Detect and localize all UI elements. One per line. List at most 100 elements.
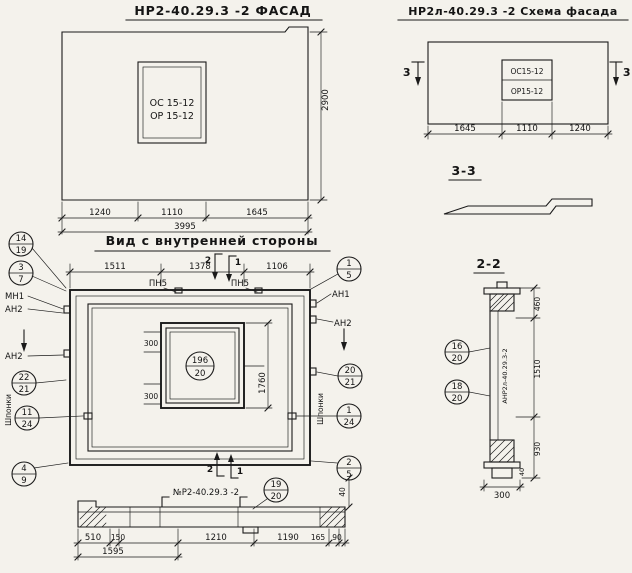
- section-2-2-profile: АНР2л-40.29.3-2: [483, 281, 521, 479]
- inner-dim-1511: 1511: [104, 262, 126, 272]
- facade-window-label-2: ОР 15-12: [150, 111, 194, 122]
- balloon-16-20-bottom: 20: [452, 354, 463, 364]
- inner-dim-1760: 1760: [258, 372, 268, 394]
- facade-panel-outline: [61, 26, 309, 201]
- inner-section-mark-2-bottom: 2: [207, 452, 225, 477]
- balloon-4-9-top: 4: [21, 464, 26, 474]
- facade-view: НР2-40.29.3 -2 ФАСАД ОС 15-12 ОР 15-12 2…: [57, 3, 331, 236]
- bottom-profile: [77, 496, 346, 534]
- inner-dim-1106: 1106: [266, 262, 288, 272]
- inner-label-an2-left-mid: АН2: [5, 352, 23, 362]
- inner-section-arrow-right: [341, 328, 347, 351]
- inner-label-mn1: МН1: [5, 292, 24, 302]
- balloon-196-20: 196 20: [185, 351, 215, 381]
- balloon-2-5-bottom: 5: [346, 470, 351, 480]
- bottom-dim-row1: 510 150 1210 1190 165 90: [73, 528, 350, 561]
- inner-panel: [63, 289, 317, 466]
- bottom-dim-row2: 1595: [73, 547, 183, 561]
- balloon-20-21-top: 20: [345, 366, 356, 376]
- balloon-20-21-bottom: 21: [345, 378, 356, 388]
- balloon-3-7-bottom: 7: [18, 275, 23, 285]
- balloon-11-24-top: 11: [22, 408, 33, 418]
- balloon-14-19: 14 19: [8, 231, 67, 289]
- scheme-dim-chain: 1645 1110 1240: [423, 101, 613, 140]
- balloon-19-20-top: 19: [271, 480, 282, 490]
- scheme-dim-1: 1645: [454, 124, 476, 134]
- facade-dim-height-chain: 2900: [309, 28, 331, 204]
- balloon-20-21: 20 21: [316, 363, 363, 389]
- scheme-view: НР2л-40.29.3 -2 Схема фасада ОС15-12 ОР1…: [397, 5, 631, 140]
- balloon-1-5-top: 1: [346, 259, 351, 269]
- balloon-196-20-bottom: 20: [195, 369, 206, 379]
- facade-dim-total: 3995: [174, 222, 196, 232]
- facade-dim-bottom-chain: 1240 1110 1645 3995: [57, 201, 313, 236]
- bottom-dim-1210: 1210: [205, 533, 227, 543]
- bottom-part-label: №Р2-40.29.3 -2: [173, 488, 239, 498]
- scheme-dim-3: 1240: [569, 124, 591, 134]
- bottom-dim-1595: 1595: [102, 547, 124, 557]
- facade-window: [137, 61, 207, 144]
- balloon-3-7-top: 3: [18, 263, 23, 273]
- facade-dim-height: 2900: [321, 89, 331, 111]
- balloon-1-24-top: 1: [346, 406, 351, 416]
- inner-mark-2-bottom: 2: [207, 465, 213, 475]
- section-2-2-dim-930: 930: [533, 442, 542, 457]
- inner-dim-300-a: 300: [144, 339, 159, 348]
- balloon-22-21-bottom: 21: [19, 385, 30, 395]
- balloon-196-20-top: 196: [192, 356, 208, 366]
- scheme-panel-outline: [427, 41, 609, 125]
- section-2-2-dim-1510: 1510: [533, 359, 542, 378]
- inner-section-mark-2-top: 2: [205, 253, 223, 280]
- section-3-3-title: 3-3: [452, 163, 477, 178]
- inner-dim-300-lower: 300: [143, 383, 162, 405]
- balloon-22-21: 22 21: [11, 370, 67, 396]
- scheme-mark-3-right: 3: [623, 66, 631, 79]
- inner-section-mark-1-top: 1: [226, 255, 241, 282]
- inner-mark-1-bottom: 1: [237, 467, 243, 477]
- scheme-dim-2: 1110: [516, 124, 538, 134]
- inner-dim-1378: 1378: [189, 262, 211, 272]
- balloon-3-7: 3 7: [8, 260, 67, 292]
- balloon-1-5: 1 5: [310, 256, 362, 290]
- inner-section-mark-1-bottom: 1: [228, 454, 243, 479]
- section-2-2-dim-300: 300: [479, 479, 525, 501]
- inner-label-an2-left-top: АН2: [5, 305, 23, 315]
- inner-label-an1: АН1: [332, 290, 350, 300]
- section-2-2-dim-300-label: 300: [494, 491, 510, 501]
- balloon-19-20: 19 20: [252, 477, 289, 510]
- balloon-11-24-bottom: 24: [22, 420, 33, 430]
- bottom-dim-40-chain: 40: [338, 474, 353, 511]
- balloon-11-24: 11 24: [14, 405, 84, 431]
- scheme-window-label-1: ОС15-12: [511, 67, 544, 76]
- bottom-dim-510: 510: [85, 533, 101, 543]
- facade-dim-1: 1240: [89, 208, 111, 218]
- balloon-1-24: 1 24: [296, 403, 362, 429]
- balloon-18-20-bottom: 20: [452, 394, 463, 404]
- bottom-dim-150: 150: [111, 533, 126, 542]
- inner-label-pn5-left: ПН5: [149, 279, 167, 289]
- scheme-window-label-2: ОР15-12: [511, 87, 543, 96]
- section-2-2-dim-chain: 460 1510 930 40: [515, 284, 542, 482]
- balloon-22-21-top: 22: [19, 373, 30, 383]
- bottom-dim-1190: 1190: [277, 533, 299, 543]
- inner-dim-300-upper: 300: [143, 331, 162, 353]
- balloon-18-20: 18 20: [444, 379, 491, 405]
- scheme-title: НР2л-40.29.3 -2 Схема фасада: [408, 5, 618, 18]
- facade-title: НР2-40.29.3 -2 ФАСАД: [134, 3, 311, 18]
- scheme-section-mark-right: 3: [609, 61, 631, 86]
- balloon-19-20-bottom: 20: [271, 492, 282, 502]
- inner-view: Вид с внутренней стороны 1511 1378 1106 …: [4, 231, 363, 487]
- inner-mark-2-top: 2: [205, 256, 211, 266]
- section-2-2-dim-460: 460: [533, 297, 542, 312]
- section-2-2-part-label: АНР2л-40.29.3-2: [501, 348, 509, 403]
- balloon-4-9-bottom: 9: [21, 476, 26, 486]
- inner-label-pn5-right: ПН5: [231, 279, 249, 289]
- balloon-1-5-bottom: 5: [346, 271, 351, 281]
- inner-label-shponki-right: Шпонки: [316, 393, 325, 425]
- inner-label-shponki-left: Шпонки: [4, 394, 13, 426]
- inner-dim-1760-chain: 1760: [245, 319, 273, 412]
- section-3-3: 3-3: [443, 163, 593, 215]
- section-2-2-title: 2-2: [477, 256, 502, 271]
